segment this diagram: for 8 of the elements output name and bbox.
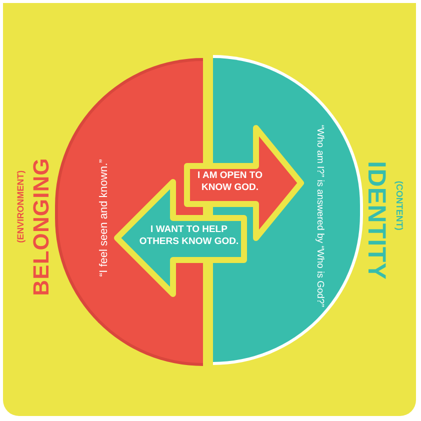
- quote-text: “I feel seen and known.”: [98, 158, 112, 279]
- section-subheading: (ENVIRONMENT): [15, 169, 26, 245]
- section-heading: IDENTITY: [362, 160, 392, 282]
- quote-text: “Who am I?” is answered by “Who is God?”: [313, 124, 325, 308]
- arrow-label: I AM OPEN TO KNOW GOD.: [196, 170, 264, 194]
- section-subheading: (CONTENT): [394, 180, 405, 232]
- arrow-label: I WANT TO HELP OTHERS KNOW GOD.: [138, 224, 240, 248]
- section-heading: BELONGING: [27, 156, 54, 298]
